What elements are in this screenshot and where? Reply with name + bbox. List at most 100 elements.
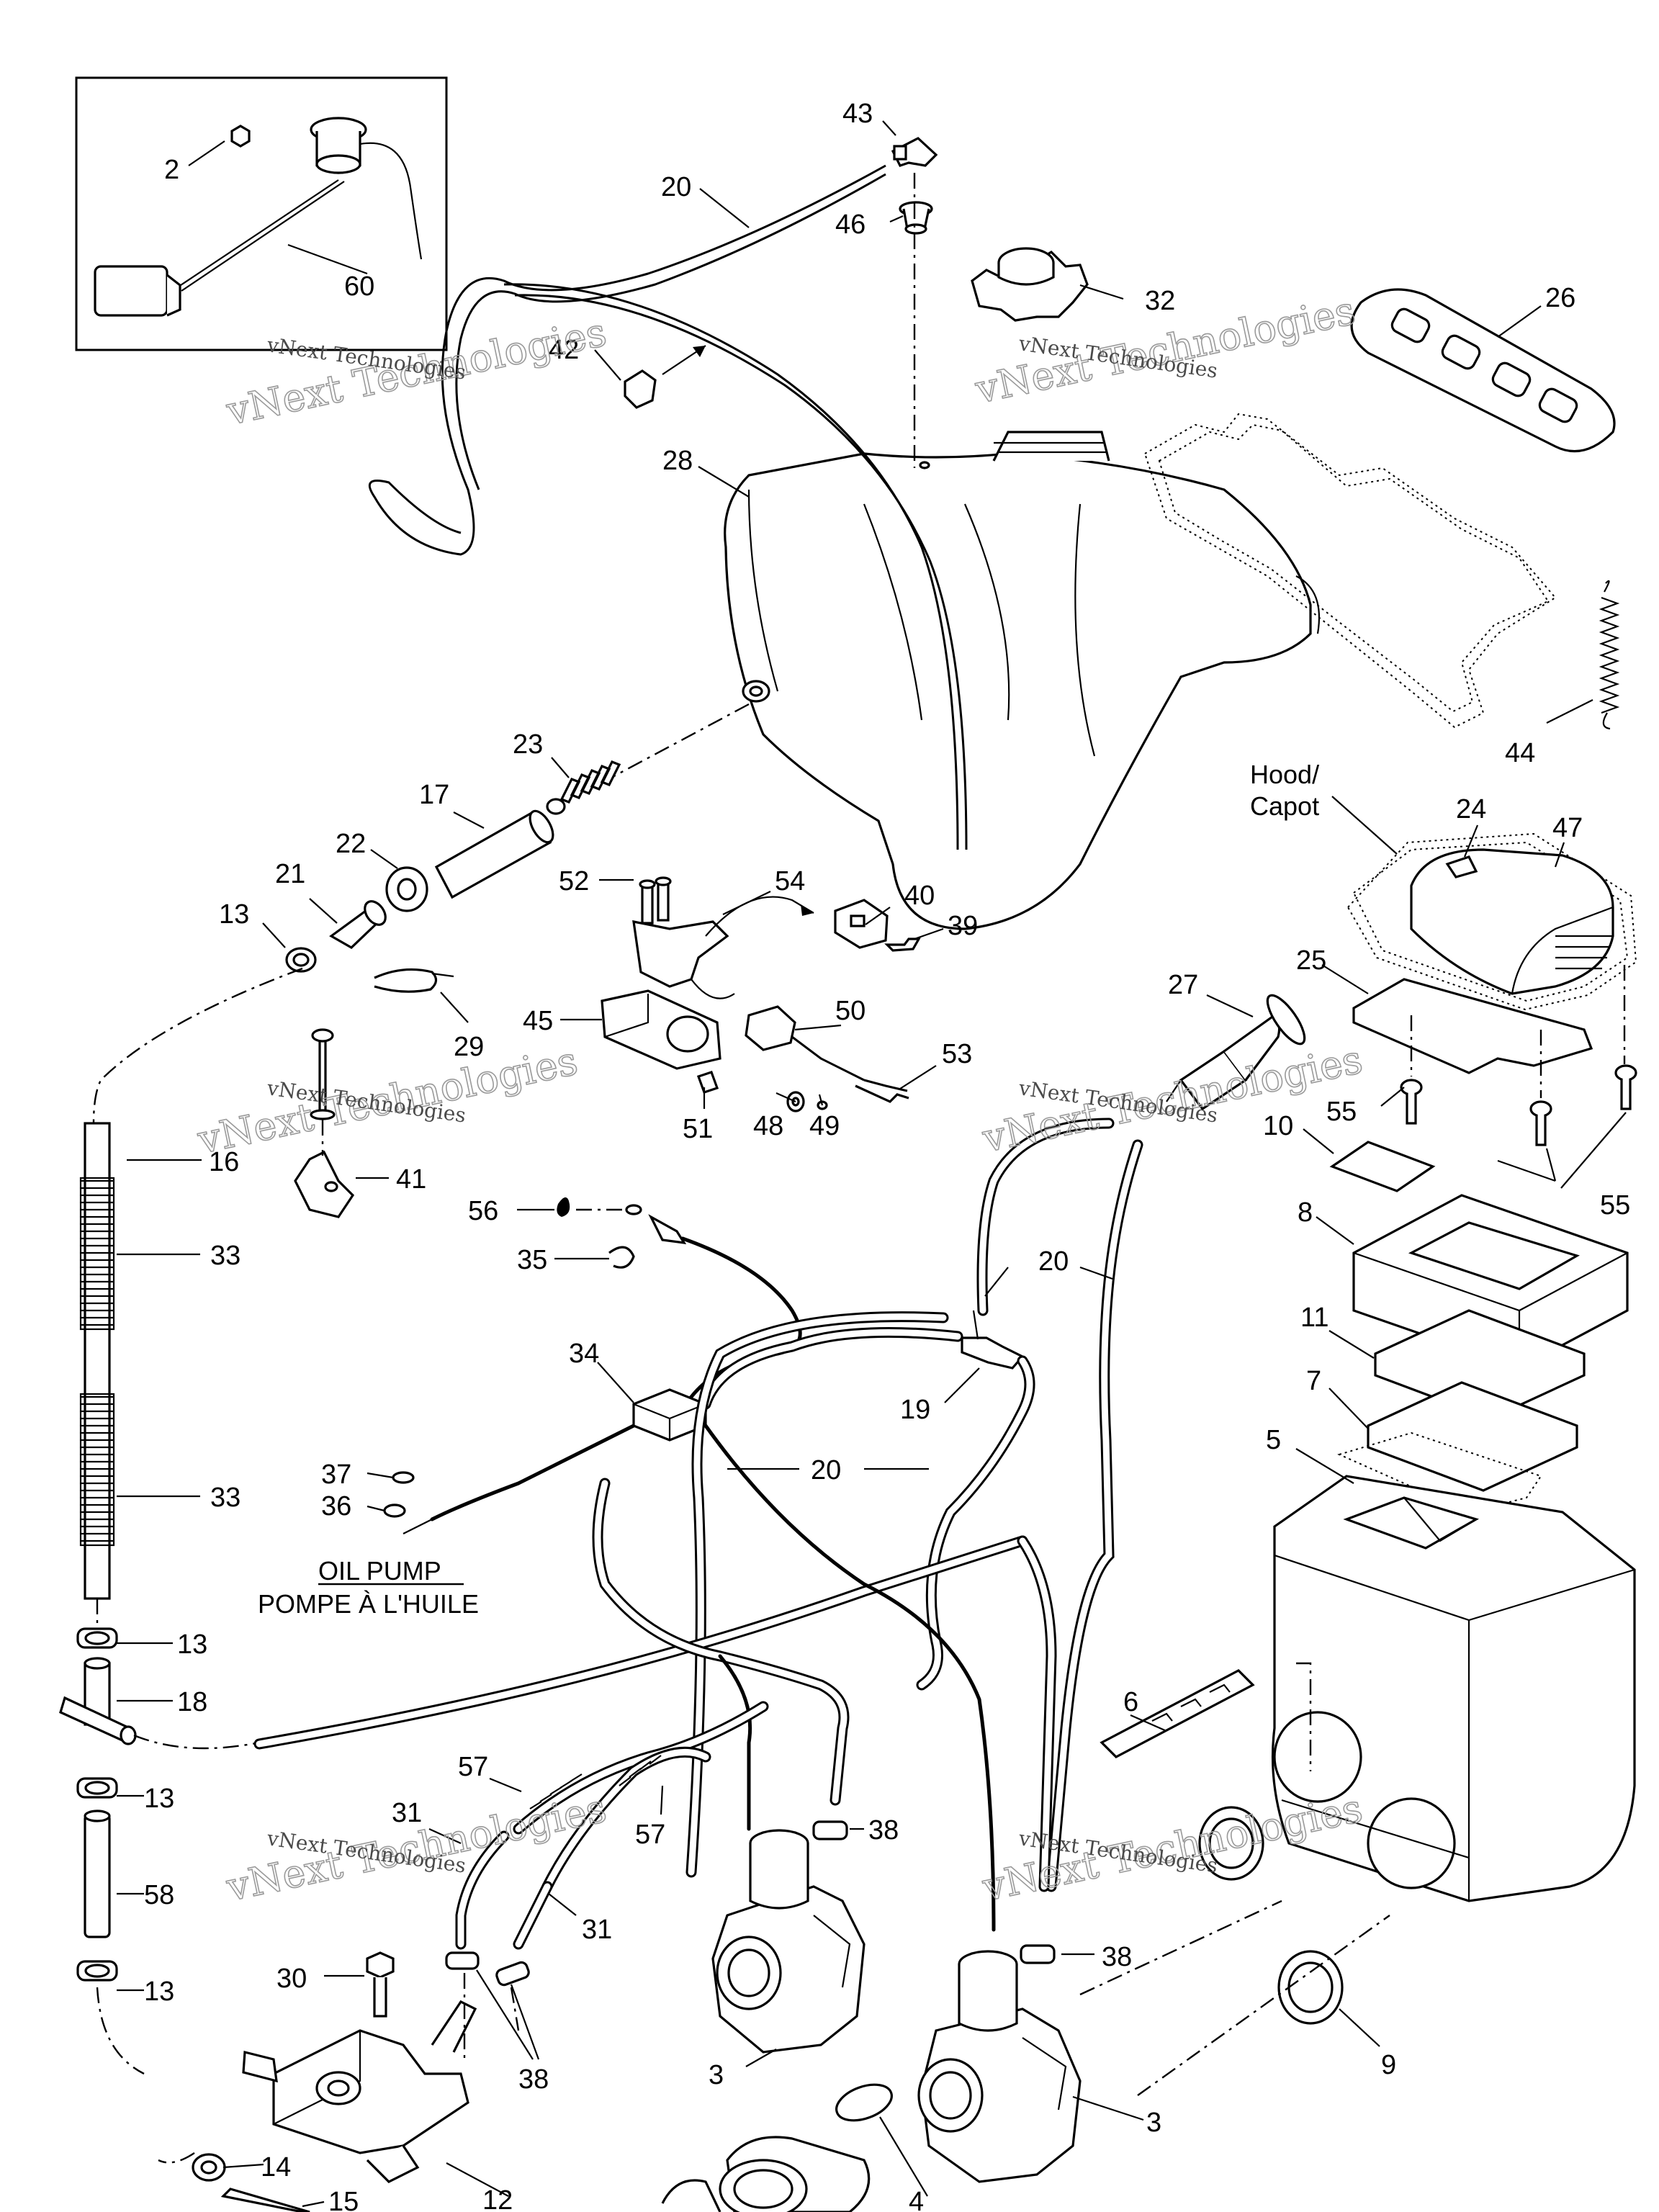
terminal (884, 938, 921, 952)
carburetor-right (917, 1950, 1082, 2183)
callout-21: 21 (275, 859, 305, 889)
grommet (899, 201, 933, 235)
callout-58: 58 (144, 1880, 174, 1910)
callout-19: 19 (900, 1395, 930, 1425)
oil-pump-label: OIL PUMP POMPE À L'HUILE (258, 1556, 479, 1619)
callout-16: 16 (209, 1147, 239, 1177)
clamp-13-c (76, 1777, 118, 1799)
callout-56: 56 (468, 1196, 498, 1226)
callout-4: 4 (909, 2187, 924, 2212)
callout-22: 22 (336, 829, 366, 859)
callout-49: 49 (809, 1111, 840, 1141)
clamp-13-d (76, 1960, 118, 1982)
callout-14: 14 (261, 2152, 291, 2182)
callout-13-bottom: 13 (144, 1977, 174, 2007)
callout-45: 45 (523, 1006, 553, 1036)
callout-50: 50 (835, 996, 866, 1026)
hood-dotted (1346, 832, 1637, 1011)
intake-boot-9b (1277, 1950, 1344, 2025)
callout-40: 40 (904, 881, 935, 911)
filter-element-11 (1374, 1309, 1586, 1420)
hose-clamp (285, 947, 317, 973)
lock-washer-37 (392, 1471, 415, 1484)
callout-51: 51 (683, 1114, 713, 1144)
callout-27: 27 (1168, 970, 1198, 1000)
callout-31-right: 31 (582, 1915, 612, 1945)
callout-57-left: 57 (458, 1752, 488, 1782)
carburetor-left (711, 1829, 866, 2054)
fuel-sender-part (94, 117, 423, 317)
vent-hoses (685, 1118, 1143, 1892)
callout-11: 11 (1300, 1303, 1328, 1333)
clamp-38-right (1020, 1944, 1056, 1964)
callout-13-low: 13 (144, 1784, 174, 1814)
cable-junction-box (632, 1388, 707, 1442)
clamp-38-top (812, 1820, 848, 1840)
callout-13-top: 13 (219, 899, 249, 930)
callout-28: 28 (662, 446, 693, 476)
callout-7: 7 (1306, 1366, 1321, 1396)
silencer-base-plate (1352, 978, 1593, 1074)
callout-9: 9 (1381, 2050, 1396, 2080)
cable-clip-35 (608, 1246, 635, 1269)
callout-44: 44 (1505, 738, 1535, 768)
callout-48: 48 (753, 1111, 783, 1141)
callout-41: 41 (396, 1164, 426, 1195)
filter-housing-8 (1352, 1194, 1629, 1370)
washer-36 (383, 1503, 406, 1518)
oil-pump-label-fr: POMPE À L'HUILE (258, 1589, 479, 1619)
fuel-valve-assembly (285, 703, 750, 973)
intake-adaptor (661, 2083, 893, 2212)
callout-34: 34 (569, 1339, 599, 1369)
strap-6 (1100, 1662, 1312, 1771)
callout-26: 26 (1545, 283, 1575, 313)
fuel-tank (724, 431, 1321, 930)
hose-57-b (541, 1746, 711, 1892)
nut-part (230, 125, 251, 148)
callout-54: 54 (775, 866, 805, 896)
callout-8: 8 (1298, 1197, 1313, 1228)
callout-38-right: 38 (1102, 1942, 1132, 1972)
oil-pump-label-en: OIL PUMP (318, 1556, 441, 1586)
callout-15: 15 (328, 2187, 359, 2212)
callout-23: 23 (513, 729, 543, 760)
callout-6: 6 (1123, 1687, 1138, 1717)
callout-38-bottom: 38 (518, 2064, 549, 2095)
callout-53: 53 (942, 1039, 972, 1069)
callout-42: 42 (549, 335, 579, 365)
filter-screen-frame (1337, 1431, 1542, 1514)
air-filter-foam-10 (1329, 1141, 1436, 1192)
fuel-transfer-hoses (253, 1424, 1057, 1932)
clamps-38-left (445, 1951, 530, 1987)
callout-38-top: 38 (868, 1815, 899, 1845)
watermark-1: vNext Technologies vNext Technologies (222, 309, 611, 435)
valve-washer (385, 866, 428, 912)
breather-elbow (891, 137, 938, 167)
callout-2: 2 (164, 155, 179, 185)
set-screw (696, 1070, 719, 1094)
air-intake-silencer (1410, 848, 1614, 995)
callout-3-left: 3 (709, 2060, 724, 2090)
callout-43: 43 (842, 99, 873, 129)
primer (1166, 994, 1306, 1111)
callout-36: 36 (321, 1491, 351, 1521)
clamp-13-b (76, 1627, 118, 1649)
spring-guard-lower (79, 1393, 115, 1547)
switch-bracket (632, 876, 729, 988)
valve-fitting (329, 900, 387, 949)
callout-35: 35 (517, 1245, 547, 1275)
filter-element-7 (1367, 1381, 1578, 1492)
callout-3-right: 3 (1146, 2108, 1161, 2138)
screw-55c (1614, 1064, 1637, 1110)
fuel-hose-58 (84, 1809, 111, 1938)
fuel-line-16 (79, 967, 303, 1627)
callout-37: 37 (321, 1460, 351, 1490)
screw-55b (1529, 1100, 1552, 1146)
callout-10: 10 (1263, 1111, 1293, 1141)
callout-24: 24 (1456, 794, 1486, 824)
callout-33-lower: 33 (210, 1483, 240, 1513)
callout-30: 30 (276, 1964, 307, 1994)
fuel-filter-screen (546, 760, 621, 815)
hood-label: Hood/ Capot (1250, 760, 1319, 821)
